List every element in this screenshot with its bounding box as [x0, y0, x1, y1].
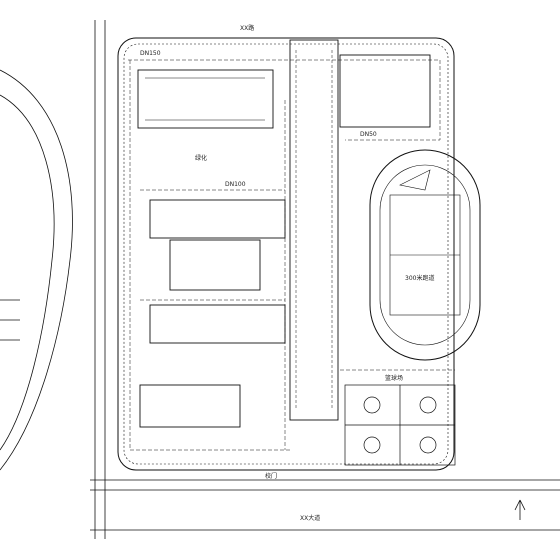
buildings [137, 39, 431, 428]
label-gate: 校门 [265, 472, 277, 480]
label-south-road: XX大道 [300, 514, 320, 522]
label-north-road: XX路 [240, 24, 254, 32]
roads [0, 20, 560, 539]
building-north-teaching [137, 69, 274, 129]
building-strip [289, 39, 339, 421]
label-track-field: 300米跑道 [405, 274, 434, 282]
pipe-network [128, 59, 455, 451]
building-south [139, 384, 241, 428]
building-east-north [339, 54, 431, 128]
label-pipe-b: DN100 [225, 181, 246, 188]
basketball-courts [344, 384, 456, 466]
label-pipe-a: DN150 [140, 50, 161, 57]
north-arrow-icon [514, 499, 526, 520]
running-track [369, 149, 481, 361]
building-wing-2 [149, 304, 286, 344]
label-lawn: 绿化 [195, 154, 207, 162]
site-boundary [117, 37, 455, 471]
label-pipe-c: DN50 [360, 131, 377, 138]
label-court: 篮球场 [385, 374, 403, 382]
building-wing-1 [149, 199, 286, 239]
building-center-hall [169, 239, 261, 291]
